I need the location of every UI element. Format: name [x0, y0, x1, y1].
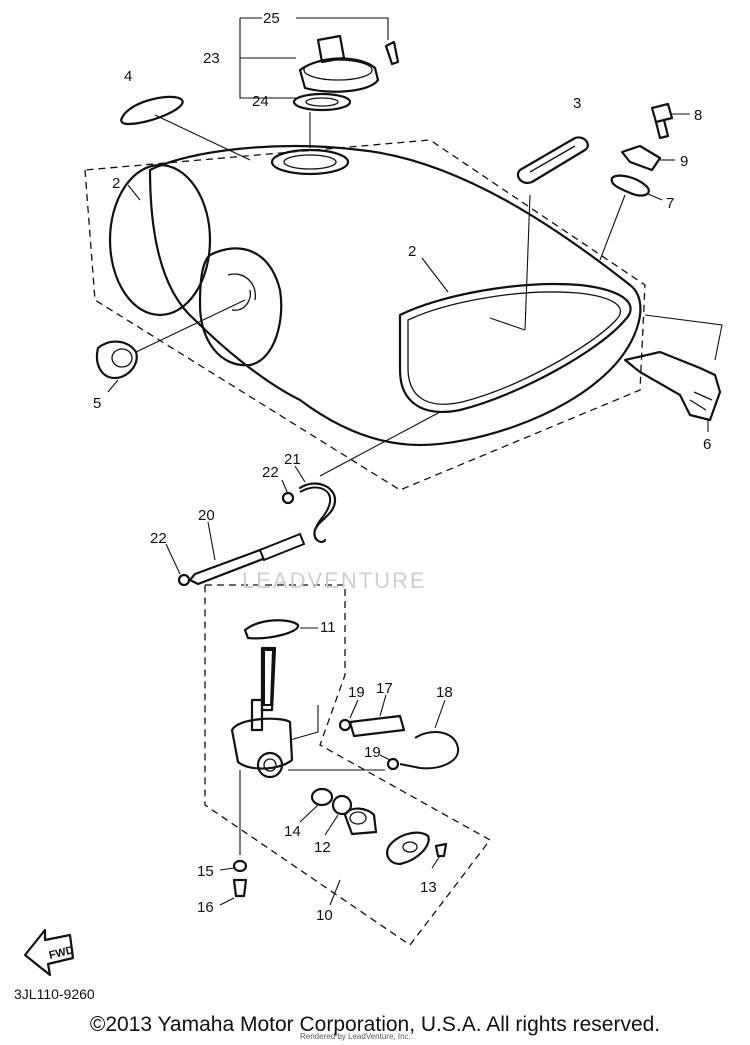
callout-3: 3	[573, 95, 581, 112]
callout-2-right: 2	[408, 243, 416, 260]
callout-8: 8	[694, 107, 702, 124]
callout-22-lower: 22	[150, 530, 167, 547]
render-credit: Rendered by LeadVenture, Inc.	[300, 1032, 411, 1041]
fuel-cock-assembly	[204, 584, 491, 946]
callout-14: 14	[284, 823, 301, 840]
fuel-tank	[84, 139, 646, 491]
copyright-notice: ©2013 Yamaha Motor Corporation, U.S.A. A…	[89, 1013, 661, 1036]
watermark-logo: LEADVENTURE	[242, 568, 427, 593]
fwd-label: FWD	[48, 944, 75, 962]
callout-7: 7	[666, 195, 674, 212]
fuel-cap-assembly	[239, 17, 400, 148]
callout-24: 24	[252, 93, 269, 110]
callout-18: 18	[436, 684, 453, 701]
fuel-hoses-upper	[165, 411, 441, 587]
callout-21: 21	[284, 451, 301, 468]
callout-23: 23	[203, 50, 220, 67]
callout-11: 11	[320, 619, 336, 636]
callout-12: 12	[314, 839, 331, 856]
callout-13: 13	[420, 879, 437, 896]
callout-20: 20	[198, 507, 215, 524]
callout-10: 10	[316, 907, 333, 924]
callout-19-upper: 19	[348, 684, 365, 701]
callout-9: 9	[680, 153, 688, 170]
callout-5: 5	[93, 395, 101, 412]
callout-16: 16	[197, 899, 214, 916]
callout-22-upper: 22	[262, 464, 279, 481]
callout-25: 25	[263, 10, 280, 27]
callout-6: 6	[703, 436, 711, 453]
forward-arrow-icon: FWD	[23, 928, 75, 977]
callout-15: 15	[197, 863, 214, 880]
callout-2-left: 2	[112, 175, 120, 192]
callout-labels: 25 23 24 4 3 8 9 7 2 2 5 6 21 22 20 22 1…	[93, 10, 711, 924]
callout-4: 4	[124, 68, 132, 85]
callout-19-lower: 19	[364, 744, 381, 761]
callout-17: 17	[376, 680, 393, 697]
badge-and-hardware	[95, 95, 723, 432]
diagram-code: 3JL110-9260	[14, 986, 95, 1002]
